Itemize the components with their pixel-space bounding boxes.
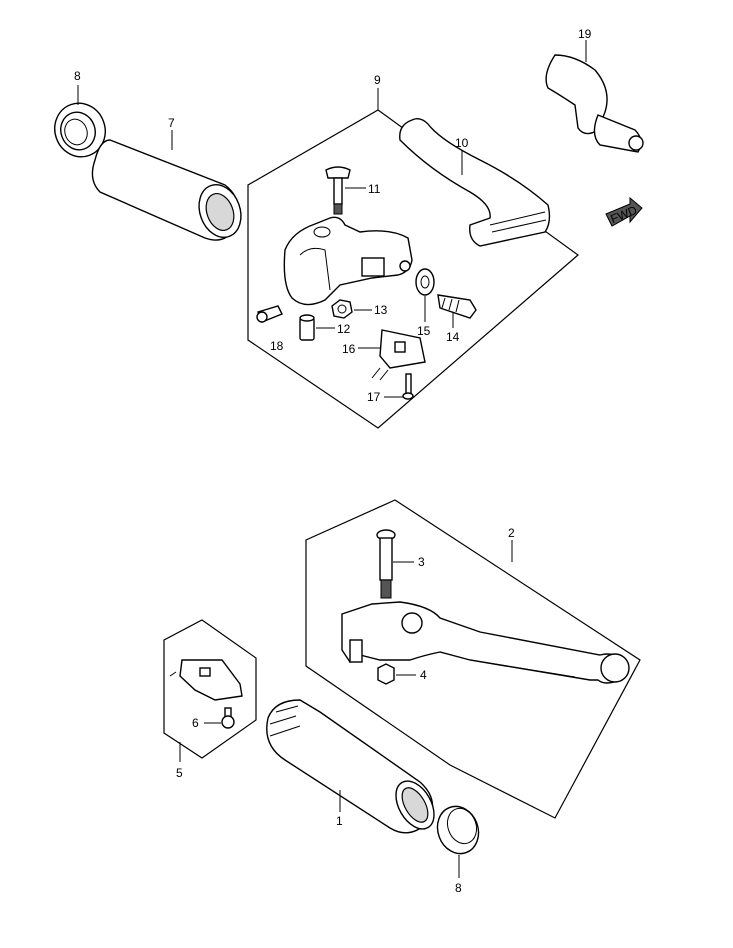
screw-part-18[interactable] <box>256 305 283 323</box>
washer-part-15[interactable] <box>415 268 435 296</box>
lever-part-10[interactable] <box>399 117 551 247</box>
bar-end-cap-part-8-bottom[interactable] <box>431 801 485 860</box>
adjuster-screw-part-14[interactable] <box>437 294 477 319</box>
switch-housing-part-19[interactable] <box>545 54 644 153</box>
label-part-16: 16 <box>342 342 356 356</box>
label-part-8-bottom: 8 <box>455 881 462 895</box>
label-part-5: 5 <box>176 766 183 780</box>
bolt-part-11[interactable] <box>325 166 351 215</box>
label-part-11: 11 <box>368 182 381 196</box>
lever-holder-part-9[interactable] <box>283 216 413 306</box>
label-part-8-top: 8 <box>74 69 81 83</box>
group-box-5 <box>163 619 257 759</box>
group-box-2 <box>305 499 641 819</box>
brake-switch-part-5[interactable] <box>169 659 243 701</box>
label-part-15: 15 <box>417 324 431 338</box>
forward-arrow-label: FWD <box>608 203 639 226</box>
label-part-17: 17 <box>367 390 381 404</box>
label-part-10: 10 <box>455 136 469 150</box>
label-part-19: 19 <box>578 27 592 41</box>
label-part-4: 4 <box>420 668 427 682</box>
collar-part-12[interactable] <box>299 314 315 341</box>
label-part-3: 3 <box>418 555 425 569</box>
label-part-2: 2 <box>508 526 515 540</box>
label-part-6: 6 <box>192 716 199 730</box>
label-part-18: 18 <box>270 339 284 353</box>
throttle-grip-part-1[interactable] <box>266 699 442 836</box>
ring-part-8-top[interactable] <box>47 96 112 164</box>
nut-part-4[interactable] <box>377 663 395 685</box>
label-part-7: 7 <box>168 116 175 130</box>
screw-part-17[interactable] <box>402 373 414 400</box>
clutch-switch-part-16[interactable] <box>371 329 426 381</box>
brake-lever-part-2[interactable] <box>341 601 630 684</box>
pivot-bolt-part-3[interactable] <box>376 529 396 599</box>
label-part-1: 1 <box>336 814 343 828</box>
forward-arrow-icon: FWD <box>605 196 643 227</box>
nut-part-13[interactable] <box>331 299 353 319</box>
grip-part-7[interactable] <box>91 139 248 243</box>
label-part-12: 12 <box>337 322 351 336</box>
label-part-14: 14 <box>446 330 460 344</box>
screw-part-6[interactable] <box>221 707 235 729</box>
label-part-9: 9 <box>374 73 381 87</box>
label-part-13: 13 <box>374 303 388 317</box>
